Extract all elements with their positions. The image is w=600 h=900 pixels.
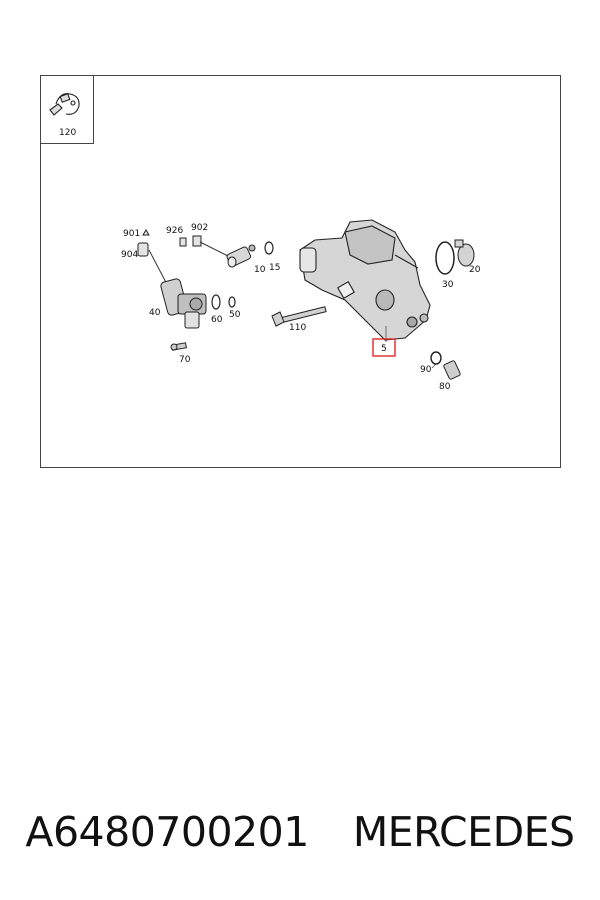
callout-50: 50 <box>229 310 241 320</box>
seal-50 <box>228 296 236 308</box>
caption: A6480700201 MERCEDES <box>0 800 600 864</box>
inset-box <box>40 75 94 144</box>
callout-60: 60 <box>211 315 223 325</box>
callout-20: 20 <box>469 265 481 275</box>
callout-70: 70 <box>179 355 191 365</box>
callout-80: 80 <box>439 382 451 392</box>
seal-15 <box>264 241 274 255</box>
clamp-icon <box>49 93 80 116</box>
brand-name: MERCEDES <box>352 808 575 856</box>
screw-70 <box>170 342 187 351</box>
callout-902: 902 <box>191 223 208 233</box>
diagram-frame <box>40 75 561 468</box>
part-20 <box>454 239 475 267</box>
callout-926: 926 <box>166 226 183 236</box>
o-ring-30 <box>435 241 455 275</box>
high-pressure-pump <box>299 219 431 341</box>
part-number: A6480700201 <box>25 808 309 856</box>
callout-901: 901 <box>123 229 140 239</box>
inset-label: 120 <box>59 128 76 138</box>
highlight-box <box>372 338 396 357</box>
callout-5: 5 <box>381 344 387 354</box>
sensor-10 <box>226 244 256 268</box>
seal-60 <box>211 294 221 310</box>
callout-90: 90 <box>420 365 432 375</box>
washer-90 <box>430 351 442 365</box>
callout-15: 15 <box>269 263 280 273</box>
callout-110: 110 <box>289 323 306 333</box>
bolt-110 <box>271 306 327 327</box>
callout-10: 10 <box>254 265 266 275</box>
fitting-80 <box>443 360 461 380</box>
pressure-valve-40 <box>160 278 207 329</box>
sensor-parts <box>137 229 229 291</box>
callout-904: 904 <box>121 250 138 260</box>
callout-30: 30 <box>442 280 454 290</box>
callout-40: 40 <box>149 308 161 318</box>
